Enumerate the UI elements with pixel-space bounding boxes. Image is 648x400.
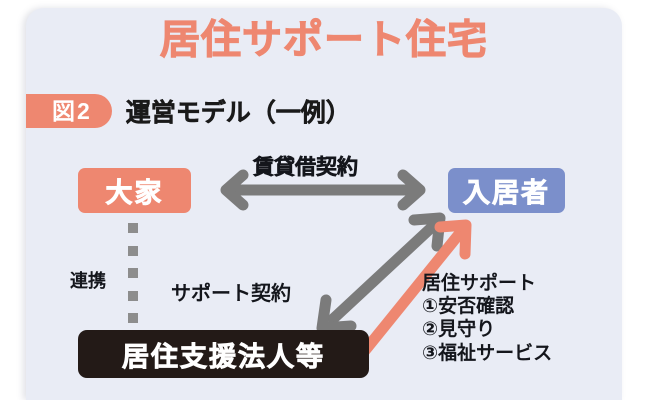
label-support-contract: サポート契約 [171, 283, 291, 305]
dot [128, 245, 138, 256]
dot [128, 313, 138, 323]
node-resident: 入居者 [448, 168, 565, 213]
node-support-organization: 居住支援法人等 [78, 330, 369, 378]
dot [128, 223, 138, 233]
node-landlord: 大家 [78, 168, 191, 213]
dot [128, 290, 138, 301]
page-title: 居住サポート住宅 [159, 18, 488, 62]
label-lease-contract: 賃貸借契約 [253, 156, 359, 180]
diagram-arrows [220, 169, 472, 359]
figure-subtitle: 運営モデル（一例） [125, 99, 352, 128]
diagram-stage: 大家 入居者 居住支援法人等 賃貸借契約 連携 サポート契約 居住サポート ①安… [26, 8, 622, 400]
dot [128, 268, 138, 278]
support-list-item-1: ①安否確認 [422, 296, 515, 318]
infographic-card: 居住サポート住宅 図2 運営モデル（一例） [26, 8, 622, 400]
support-list-item-3: ③福祉サービス [422, 342, 553, 364]
arrow-lease-bidirectional [220, 169, 426, 211]
label-cooperation: 連携 [70, 271, 106, 291]
residential-support-list: 居住サポート ①安否確認 ②見守り ③福祉サービス [422, 272, 552, 365]
figure-heading-row: 図2 運営モデル（一例） [26, 94, 351, 128]
support-list-item-2: ②見守り [422, 319, 496, 341]
figure-number-badge: 図2 [26, 94, 112, 128]
arrow-residential-support [357, 219, 472, 359]
support-list-heading: 居住サポート [422, 273, 537, 294]
arrow-support-contract-bidirectional [316, 212, 446, 334]
cooperation-dotted-connector [128, 223, 138, 323]
